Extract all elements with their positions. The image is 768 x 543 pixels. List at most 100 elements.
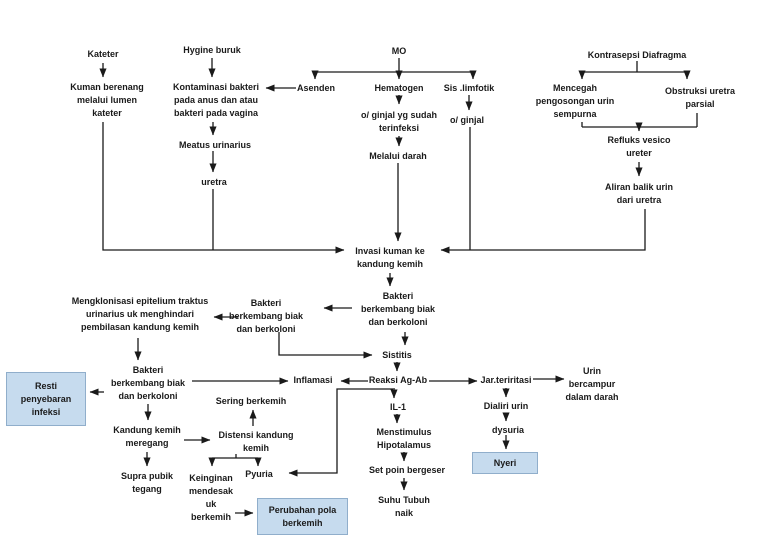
node-invasi-kuman-label-line: Invasi kuman ke — [355, 246, 425, 256]
node-mencegah-pengosongan-label-line: sempurna — [553, 109, 597, 119]
node-keinginan-mendesak-label-line: mendesak — [188, 486, 234, 496]
node-urin-bercampur-label-line: bercampur — [568, 379, 616, 389]
node-hygine-buruk-label-line: Hygine buruk — [183, 45, 241, 55]
node-asenden: Asenden — [297, 82, 335, 95]
node-o-ginjal-terinfeksi: o/ ginjal yg sudah terinfeksi — [361, 109, 437, 135]
node-uretra: uretra — [201, 176, 227, 189]
node-dialiri-urin: Dialiri urin — [484, 400, 529, 413]
node-dysuria-label-line: dysuria — [491, 425, 525, 435]
node-o-ginjal: o/ ginjal — [450, 114, 484, 127]
node-mo-label-line: MO — [391, 46, 407, 56]
node-bakteri-berkembang-2-label-line: Bakteri — [250, 298, 282, 308]
node-o-ginjal-terinfeksi-label-line: terinfeksi — [378, 123, 420, 133]
node-kandung-kemih-meregang-label-line: meregang — [125, 438, 169, 448]
node-dysuria: dysuria — [492, 424, 524, 437]
node-bakteri-berkembang-3-label-line: Bakteri — [132, 365, 164, 375]
node-bakteri-berkembang-1-label-line: Bakteri — [382, 291, 414, 301]
node-dialiri-urin-label-line: Dialiri urin — [483, 401, 529, 411]
node-bakteri-berkembang-1-label-line: dan berkoloni — [368, 317, 428, 327]
node-perubahan-pola-label-line: berkemih — [282, 517, 323, 528]
node-sering-berkemih-label-line: Sering berkemih — [215, 396, 287, 406]
node-uretra-label-line: uretra — [201, 177, 227, 187]
edge-kuman-berenang-invasi-kuman — [102, 122, 345, 254]
node-refluks-vesico-label-line: ureter — [626, 148, 652, 158]
node-bakteri-berkembang-2-label-line: berkembang biak — [228, 311, 304, 321]
node-o-ginjal-terinfeksi-label-line: o/ ginjal yg sudah — [360, 110, 438, 120]
node-resti-penyebaran-label-line: Resti — [34, 380, 57, 391]
node-keinginan-mendesak-label-line: berkemih — [190, 512, 232, 522]
node-jar-teriritasi: Jar.teriritasi — [480, 374, 531, 387]
node-suhu-tubuh-naik: Suhu Tubuh naik — [378, 494, 430, 520]
node-sistitis: Sistitis — [382, 349, 412, 362]
node-aliran-balik-label-line: Aliran balik urin — [604, 182, 674, 192]
node-reaksi-ag-ab: Reaksi Ag-Ab — [369, 374, 427, 387]
node-hematogen-label-line: Hematogen — [374, 83, 424, 93]
node-sering-berkemih: Sering berkemih — [216, 395, 287, 408]
node-meatus-urinarius: Meatus urinarius — [179, 139, 251, 152]
node-reaksi-ag-ab-label-line: Reaksi Ag-Ab — [368, 375, 428, 385]
node-inflamasi-label-line: Inflamasi — [293, 375, 333, 385]
node-kontaminasi-bakteri-label-line: Kontaminasi bakteri — [172, 82, 260, 92]
node-kuman-berenang-label-line: kateter — [92, 108, 122, 118]
node-bakteri-berkembang-3-label-line: berkembang biak — [110, 378, 186, 388]
node-kontaminasi-bakteri-label-line: bakteri pada vagina — [173, 108, 259, 118]
node-melalui-darah: Melalui darah — [369, 150, 427, 163]
node-obstruksi-uretra: Obstruksi uretra parsial — [665, 85, 735, 111]
node-suhu-tubuh-naik-label-line: Suhu Tubuh — [378, 495, 430, 505]
node-kateter: Kateter — [87, 48, 118, 61]
node-mo: MO — [392, 45, 407, 58]
node-nyeri-label-line: Nyeri — [493, 457, 517, 468]
node-hematogen: Hematogen — [374, 82, 423, 95]
node-set-poin-bergeser-label-line: Set poin bergeser — [368, 465, 446, 475]
node-menstimulus-hipotalamus-label-line: Menstimulus — [376, 427, 432, 437]
node-jar-teriritasi-label-line: Jar.teriritasi — [480, 375, 532, 385]
node-resti-penyebaran-label-line: penyebaran — [20, 393, 72, 404]
node-bakteri-berkembang-2: Bakteri berkembang biak dan berkoloni — [229, 297, 303, 336]
node-kontrasepsi-diafragma: Kontrasepsi Diafragma — [588, 49, 687, 62]
node-il-1-label-line: IL-1 — [389, 402, 407, 412]
node-mengklonisasi-label-line: Mengklonisasi epitelium traktus — [71, 296, 209, 306]
node-set-poin-bergeser: Set poin bergeser — [369, 464, 445, 477]
node-bakteri-berkembang-2-label-line: dan berkoloni — [236, 324, 296, 334]
node-menstimulus-hipotalamus-label-line: Hipotalamus — [376, 440, 432, 450]
node-nyeri: Nyeri — [472, 452, 538, 474]
node-supra-pubik-tegang-label-line: tegang — [132, 484, 162, 494]
node-distensi-kandung-label-line: Distensi kandung — [218, 430, 294, 440]
node-kontaminasi-bakteri-label-line: pada anus dan atau — [173, 95, 259, 105]
node-mencegah-pengosongan-label-line: Mencegah — [552, 83, 597, 93]
node-perubahan-pola: Perubahan pola berkemih — [257, 498, 348, 535]
node-kuman-berenang-label-line: Kuman berenang — [70, 82, 144, 92]
node-kandung-kemih-meregang-label-line: Kandung kemih — [113, 425, 181, 435]
node-o-ginjal-label-line: o/ ginjal — [449, 115, 485, 125]
node-resti-penyebaran-label-line: infeksi — [31, 406, 61, 417]
node-melalui-darah-label-line: Melalui darah — [369, 151, 427, 161]
node-bakteri-berkembang-3: Bakteri berkembang biak dan berkoloni — [111, 364, 185, 403]
node-kuman-berenang-label-line: melalui lumen — [76, 95, 138, 105]
node-meatus-urinarius-label-line: Meatus urinarius — [178, 140, 252, 150]
edge-bakteri-berkembang-2-sistitis — [278, 332, 373, 359]
node-obstruksi-uretra-label-line: parsial — [685, 99, 715, 109]
node-obstruksi-uretra-label-line: Obstruksi uretra — [664, 86, 736, 96]
node-perubahan-pola-label-line: Perubahan pola — [268, 504, 337, 515]
node-suhu-tubuh-naik-label-line: naik — [394, 508, 414, 518]
edge-aliran-balik-invasi-kuman — [440, 209, 646, 254]
node-kandung-kemih-meregang: Kandung kemih meregang — [113, 424, 181, 450]
node-kateter-label-line: Kateter — [87, 49, 119, 59]
node-urin-bercampur-label-line: dalam darah — [565, 392, 619, 402]
node-il-1: IL-1 — [390, 401, 406, 414]
node-supra-pubik-tegang-label-line: Supra pubik — [120, 471, 174, 481]
node-bakteri-berkembang-3-label-line: dan berkoloni — [118, 391, 178, 401]
node-supra-pubik-tegang: Supra pubik tegang — [121, 470, 173, 496]
edge-reaksi-ag-ab-pyuria — [288, 388, 393, 477]
